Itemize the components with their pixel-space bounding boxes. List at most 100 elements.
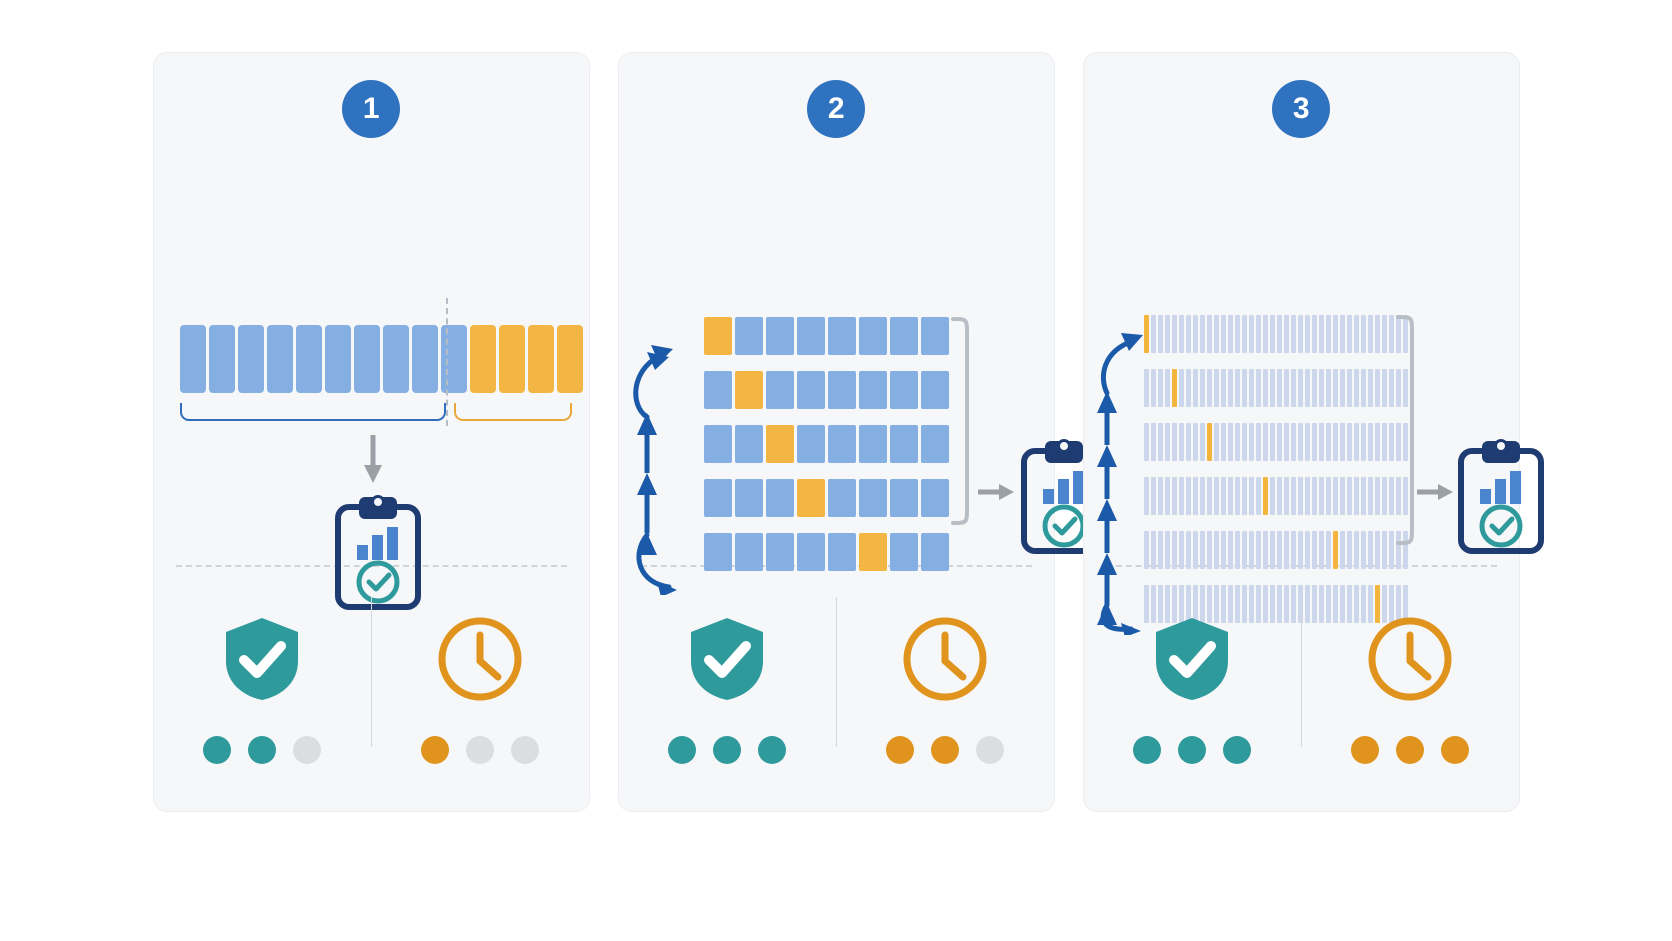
- train-cell: [1388, 423, 1394, 461]
- train-cell: [1367, 531, 1373, 569]
- train-cell: [1381, 315, 1387, 353]
- train-cell: [1241, 423, 1247, 461]
- train-cell: [1248, 423, 1254, 461]
- train-cell: [1213, 423, 1219, 461]
- train-cell: [1255, 477, 1261, 515]
- train-cell: [1339, 531, 1345, 569]
- train-cell: [1199, 531, 1205, 569]
- train-cell: [266, 325, 293, 393]
- panel-step-2[interactable]: 2: [617, 52, 1107, 812]
- train-cell: [1318, 477, 1324, 515]
- train-cell: [1353, 531, 1359, 569]
- train-cell: [1395, 477, 1401, 515]
- metric-cost-2: [836, 615, 1054, 764]
- train-cell: [1381, 369, 1387, 407]
- train-cell: [765, 371, 794, 409]
- train-cell: [1402, 369, 1408, 407]
- train-cell: [765, 533, 794, 571]
- train-cell: [1276, 477, 1282, 515]
- step-badge-wrap-3: 3: [1084, 53, 1519, 165]
- train-cell: [295, 325, 322, 393]
- train-cell: [1185, 585, 1191, 623]
- panel-step-3[interactable]: 3: [1082, 52, 1544, 812]
- train-cell: [1178, 585, 1184, 623]
- train-cell: [1234, 585, 1240, 623]
- panel-step-1[interactable]: 1: [152, 52, 590, 812]
- train-cell: [1374, 477, 1380, 515]
- train-cell: [1220, 585, 1226, 623]
- holdout-strip: [179, 325, 583, 393]
- train-cell: [1262, 531, 1268, 569]
- train-cell: [1241, 315, 1247, 353]
- train-cell: [1185, 315, 1191, 353]
- train-cell: [1206, 477, 1212, 515]
- train-cell: [1269, 315, 1275, 353]
- rating-dot-filled: [1395, 736, 1424, 764]
- train-cell: [1283, 477, 1289, 515]
- leave-one-out-grid: [1143, 315, 1408, 623]
- train-cell: [1227, 585, 1233, 623]
- held-out-cell: [1374, 585, 1380, 623]
- train-cell: [1346, 477, 1352, 515]
- train-cell: [1402, 315, 1408, 353]
- held-out-cell: [734, 371, 763, 409]
- rating-dot-filled: [1133, 736, 1162, 764]
- train-cell: [1332, 585, 1338, 623]
- clock-icon: [1366, 615, 1454, 708]
- train-cell: [1311, 531, 1317, 569]
- train-cell: [1353, 585, 1359, 623]
- train-cell: [1311, 369, 1317, 407]
- train-cell: [703, 371, 732, 409]
- train-cell: [1178, 315, 1184, 353]
- train-cell: [734, 479, 763, 517]
- train-cell: [1157, 585, 1163, 623]
- train-cell: [1276, 315, 1282, 353]
- train-cell: [1318, 369, 1324, 407]
- test-cell: [469, 325, 496, 393]
- train-cell: [1199, 423, 1205, 461]
- train-cell: [1185, 477, 1191, 515]
- train-cell: [1150, 423, 1156, 461]
- step-badge-3: 3: [1272, 80, 1330, 138]
- train-cell: [1248, 531, 1254, 569]
- train-cell: [1150, 531, 1156, 569]
- train-cell: [1157, 423, 1163, 461]
- train-cell: [411, 325, 438, 393]
- train-cell: [1185, 369, 1191, 407]
- clipboard-check-icon: [1452, 437, 1550, 564]
- train-cell: [1318, 585, 1324, 623]
- train-cell: [1311, 315, 1317, 353]
- train-cell: [1304, 585, 1310, 623]
- train-cell: [237, 325, 264, 393]
- train-cell: [1171, 315, 1177, 353]
- metrics-1: [154, 567, 589, 811]
- train-cell: [1143, 369, 1149, 407]
- down-arrow-icon: [363, 433, 383, 490]
- right-arrow-icon: [1416, 483, 1454, 506]
- train-cell: [1234, 531, 1240, 569]
- train-cell: [1353, 423, 1359, 461]
- train-cell: [734, 425, 763, 463]
- train-cell: [1297, 315, 1303, 353]
- train-cell: [1290, 315, 1296, 353]
- train-cell: [1395, 531, 1401, 569]
- train-cell: [1178, 369, 1184, 407]
- train-cell: [1255, 585, 1261, 623]
- held-out-cell: [858, 533, 887, 571]
- test-cell: [527, 325, 554, 393]
- train-cell: [1192, 585, 1198, 623]
- reliability-dots-2: [668, 736, 787, 764]
- train-cell: [1304, 315, 1310, 353]
- train-cell: [1171, 477, 1177, 515]
- k-fold-grid: [703, 317, 949, 571]
- shield-check-icon: [1151, 615, 1233, 708]
- train-cell: [1164, 423, 1170, 461]
- train-cell: [1255, 423, 1261, 461]
- train-cell: [1269, 477, 1275, 515]
- train-cell: [1297, 423, 1303, 461]
- train-cell: [796, 533, 825, 571]
- diagram-holdout-split: [154, 165, 589, 610]
- right-bracket-icon: [949, 315, 975, 532]
- train-cell: [1367, 585, 1373, 623]
- train-cell: [796, 371, 825, 409]
